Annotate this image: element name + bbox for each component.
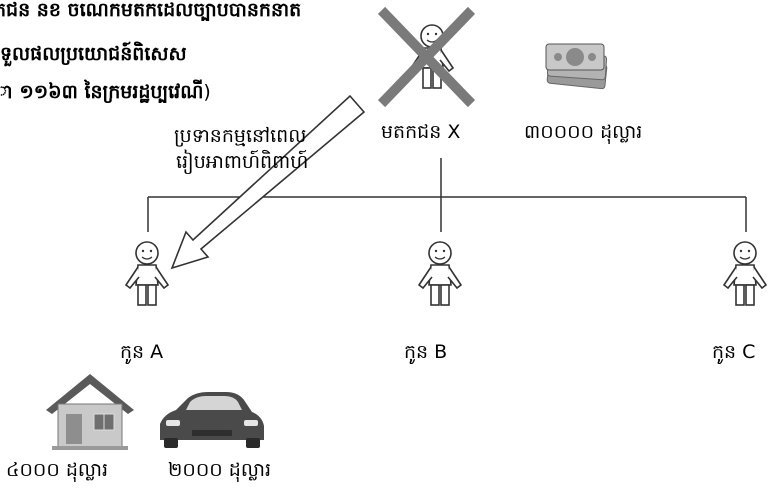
- house-value: ៤០០០ ដុល្លារ: [6, 459, 109, 481]
- money-stack-icon: [545, 43, 608, 90]
- deceased-label: មតកជន X: [381, 121, 461, 143]
- car-value: ២០០០ ដុល្លារ: [168, 459, 271, 481]
- gift-arrow-icon: [170, 94, 366, 270]
- child-a-label: កូន A: [120, 341, 164, 363]
- child-c-label: កូន C: [712, 341, 756, 363]
- header-line-3: ា ១១៦៣ នៃក្រមរដ្ឋប្បវេណី): [0, 80, 211, 108]
- header-line-1: តជន នខ ចណេកមតកដេលច្បាបបានកនាត: [0, 0, 302, 21]
- header-line-3-bold: ា ១១៦៣ នៃក្រមរដ្ឋប្បវេណី: [0, 81, 204, 103]
- house-icon: [46, 374, 134, 450]
- child-c-icon: [723, 241, 767, 306]
- car-icon: [160, 392, 264, 448]
- child-a-icon: [125, 241, 169, 306]
- gift-note-line-1: ប្រទានកម្មនៅពេល: [174, 125, 307, 147]
- header-line-2: ទួលផលប្រយោជន៍ពិសេស: [0, 43, 187, 65]
- cross-out-mark-icon: [377, 6, 476, 108]
- header-line-3-paren: ): [203, 81, 211, 103]
- child-b-icon: [418, 241, 462, 306]
- deceased-money-value: ៣០០០០ ដុល្លារ: [524, 121, 643, 143]
- gift-note-line-2: រៀបអាពាហ៍ពិពាហ៍: [176, 151, 309, 173]
- child-b-label: កូន B: [404, 341, 448, 363]
